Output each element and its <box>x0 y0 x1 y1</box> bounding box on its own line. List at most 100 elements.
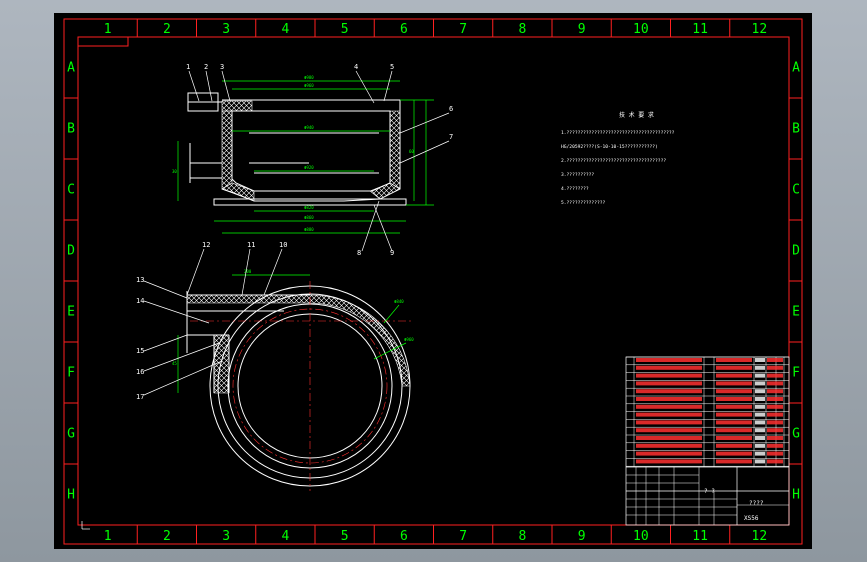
svg-text:Φ840: Φ840 <box>394 299 404 304</box>
svg-text:Φ940: Φ940 <box>304 125 314 130</box>
row-label-right: E <box>792 305 800 320</box>
row-label-left: F <box>67 366 75 381</box>
column-label-top: 8 <box>518 22 526 37</box>
row-label-right: F <box>792 366 800 381</box>
plan-center-lines <box>190 281 414 491</box>
front-callout-label: 5 <box>390 63 394 71</box>
column-label-bottom: 7 <box>459 529 467 544</box>
column-label-top: 3 <box>222 22 230 37</box>
title-block-grid <box>626 467 789 525</box>
column-label-bottom: 1 <box>104 529 112 544</box>
notes-title: 技 术 要 求 <box>619 111 654 119</box>
front-callout-label: 4 <box>354 63 358 71</box>
row-label-left: B <box>67 122 75 137</box>
row-label-left: E <box>67 305 75 320</box>
front-callout-label: 8 <box>357 249 361 257</box>
front-callout-label: 9 <box>390 249 394 257</box>
column-label-bottom: 11 <box>692 529 708 544</box>
plan-callout-label: 16 <box>136 368 144 376</box>
column-label-bottom: 2 <box>163 529 171 544</box>
technical-notes: 技 术 要 求 1.???????????????????????????????… <box>561 111 675 206</box>
ucs-icon <box>81 521 90 530</box>
column-label-top: 2 <box>163 22 171 37</box>
row-label-left: C <box>67 183 75 198</box>
row-label-right: A <box>792 61 800 76</box>
plan-dimension-values: 200 45 Φ840 Φ960 <box>172 269 414 366</box>
title-block-code: ???? <box>749 500 764 507</box>
column-label-top: 9 <box>578 22 586 37</box>
outer-border <box>63 18 803 545</box>
row-label-left: G <box>67 427 75 442</box>
column-label-bottom: 5 <box>341 529 349 544</box>
front-callout-label: 2 <box>204 63 208 71</box>
note-line: 3.?????????? <box>561 172 594 178</box>
column-label-bottom: 10 <box>633 529 649 544</box>
row-label-right: B <box>792 122 800 137</box>
svg-text:Φ960: Φ960 <box>304 83 314 88</box>
plan-callout-label: 15 <box>136 347 144 355</box>
plan-callouts: 12 11 10 13 14 15 16 17 <box>136 241 287 401</box>
svg-text:Φ860: Φ860 <box>304 215 314 220</box>
corner-tag <box>78 37 129 47</box>
note-line: 1.??????????????????????????????????????… <box>561 130 675 136</box>
front-callout-label: 6 <box>449 105 453 113</box>
svg-text:60: 60 <box>409 149 414 154</box>
column-label-top: 5 <box>341 22 349 37</box>
svg-text:Φ960: Φ960 <box>404 337 414 342</box>
front-callout-label: 3 <box>220 63 224 71</box>
parts-list <box>626 356 789 467</box>
row-label-left: A <box>67 61 75 76</box>
front-section-view <box>187 92 407 206</box>
column-label-bottom: 4 <box>281 529 289 544</box>
svg-text:Φ920: Φ920 <box>304 165 314 170</box>
plan-callout-label: 12 <box>202 241 210 249</box>
note-line: 5.?????????????? <box>561 200 605 206</box>
plan-callout-label: 17 <box>136 393 144 401</box>
column-label-top: 4 <box>281 22 289 37</box>
front-callout-label: 7 <box>449 133 453 141</box>
column-label-top: 11 <box>692 22 708 37</box>
row-label-right: D <box>792 244 800 259</box>
column-label-bottom: 3 <box>222 529 230 544</box>
plan-callout-label: 10 <box>279 241 287 249</box>
svg-text:200: 200 <box>244 269 252 274</box>
row-label-left: D <box>67 244 75 259</box>
note-line: HG/20592????(S-10-10-15???????????) <box>561 144 658 150</box>
title-block-name: ? ? <box>704 488 715 495</box>
svg-text:Φ880: Φ880 <box>304 227 314 232</box>
column-label-bottom: 9 <box>578 529 586 544</box>
row-label-right: G <box>792 427 800 442</box>
column-label-top: 1 <box>104 22 112 37</box>
column-label-top: 7 <box>459 22 467 37</box>
note-line: 2.???????????????????????????????????? <box>561 158 666 164</box>
front-dimension-values: Φ980 Φ960 Φ940 Φ920 Φ820 Φ860 Φ880 60 30 <box>172 75 414 232</box>
svg-text:Φ820: Φ820 <box>304 205 314 210</box>
note-line: 4.???????? <box>561 186 589 192</box>
column-label-bottom: 6 <box>400 529 408 544</box>
svg-text:Φ980: Φ980 <box>304 75 314 80</box>
svg-text:45: 45 <box>172 361 177 366</box>
title-block-scale: XS56 <box>744 515 759 522</box>
plan-leaders <box>143 248 283 396</box>
column-label-top: 6 <box>400 22 408 37</box>
front-callout-label: 1 <box>186 63 190 71</box>
column-label-top: 10 <box>633 22 649 37</box>
plan-callout-label: 13 <box>136 276 144 284</box>
column-label-bottom: 8 <box>518 529 526 544</box>
plan-hatch <box>186 294 411 394</box>
row-label-right: C <box>792 183 800 198</box>
svg-text:30: 30 <box>172 169 177 174</box>
row-label-right: H <box>792 488 800 503</box>
plan-callout-label: 14 <box>136 297 144 305</box>
column-label-bottom: 12 <box>752 529 768 544</box>
front-dimensions <box>177 80 434 234</box>
plan-dimensions <box>177 274 407 393</box>
front-wall-hatch <box>221 100 401 202</box>
row-label-left: H <box>67 488 75 503</box>
plan-callout-label: 11 <box>247 241 255 249</box>
